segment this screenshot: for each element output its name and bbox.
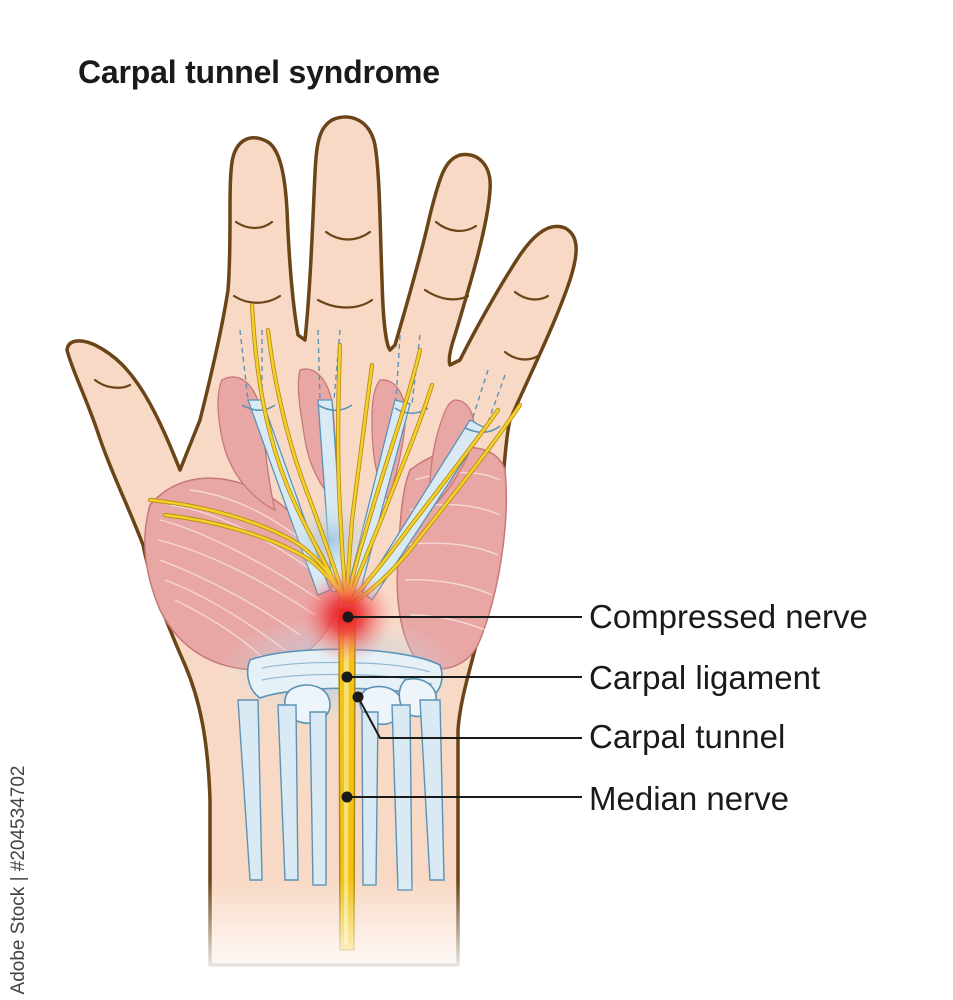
leader-carpal-tunnel bbox=[357, 696, 582, 739]
diagram-title: Carpal tunnel syndrome bbox=[78, 54, 440, 90]
label-median-nerve: Median nerve bbox=[589, 780, 789, 817]
leader-dots bbox=[341, 611, 364, 803]
stock-watermark-id: Adobe Stock | #204534702 bbox=[4, 762, 34, 998]
label-compressed-nerve: Compressed nerve bbox=[589, 598, 868, 635]
label-carpal-ligament: Carpal ligament bbox=[589, 659, 821, 696]
stock-watermark-text: Adobe Stock | #204534702 bbox=[8, 765, 29, 995]
label-carpal-tunnel: Carpal tunnel bbox=[589, 718, 786, 755]
finger-creases bbox=[93, 220, 550, 389]
leader-lines bbox=[347, 616, 582, 798]
